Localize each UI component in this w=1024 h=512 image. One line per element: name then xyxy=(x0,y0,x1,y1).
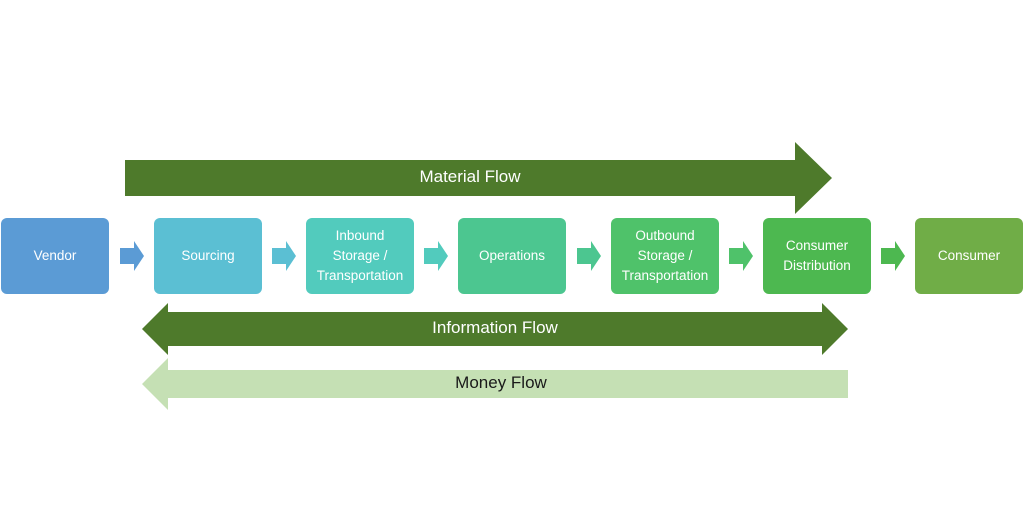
stage-label: Consumer xyxy=(937,248,1001,263)
connector-arrow-2 xyxy=(272,241,296,271)
stage-sourcing: Sourcing xyxy=(154,218,262,294)
money-flow-label: Money Flow xyxy=(455,373,547,392)
stage-consumer-distribution: Consumer Distribution xyxy=(763,218,871,294)
stage-consumer: Consumer xyxy=(915,218,1023,294)
connector-arrow-6 xyxy=(881,241,905,271)
stage-operations: Operations xyxy=(458,218,566,294)
information-flow-label: Information Flow xyxy=(432,318,558,337)
connector-arrow-4 xyxy=(577,241,601,271)
stage-vendor: Vendor xyxy=(1,218,109,294)
information-flow-arrow xyxy=(142,303,848,355)
connector-arrow-3 xyxy=(424,241,448,271)
money-flow-arrow xyxy=(142,358,848,410)
stage-label: Inbound Storage / Transportation xyxy=(316,228,404,283)
connector-arrow-5 xyxy=(729,241,753,271)
stage-label: Vendor xyxy=(33,248,77,263)
material-flow-arrow xyxy=(125,142,832,214)
stage-label: Operations xyxy=(478,248,546,263)
stage-outbound-storage-transportation: Outbound Storage / Transportation xyxy=(611,218,719,294)
material-flow-label: Material Flow xyxy=(419,167,521,186)
stage-inbound-storage-transportation: Inbound Storage / Transportation xyxy=(306,218,414,294)
stage-label: Outbound Storage / Transportation xyxy=(621,228,709,283)
stage-label: Consumer Distribution xyxy=(783,238,851,273)
stage-label: Sourcing xyxy=(181,248,235,263)
connector-arrow-1 xyxy=(120,241,144,271)
